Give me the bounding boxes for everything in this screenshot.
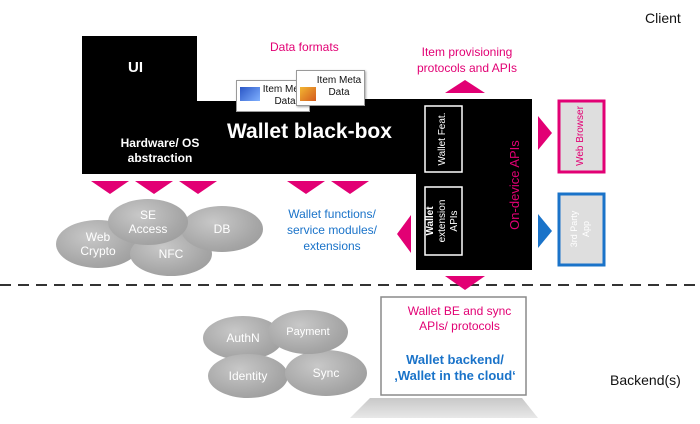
- wallet-backend-label: Wallet backend/ ‚Wallet in the cloud‘: [386, 352, 524, 384]
- backend-apis-label: Wallet BE and sync APIs/ protocols: [392, 304, 527, 334]
- backend-line2: APIs/ protocols: [419, 319, 500, 333]
- wallet-feat-label: Wallet Feat.: [437, 112, 448, 166]
- meta-card-2-line1: Item Meta: [316, 75, 362, 86]
- wallet-functions-line2: service modules/: [286, 223, 378, 237]
- meta-card-1-line1: Item Meta: [262, 84, 308, 95]
- hardware-os-label: Hardware/ OS abstraction: [100, 136, 220, 166]
- backend-box-shadow: [350, 398, 538, 418]
- arrow-up-provisioning: [445, 80, 485, 93]
- meta-card-1-image: [240, 87, 260, 101]
- wallet-functions-line1: Wallet functions/: [288, 207, 376, 221]
- third-party-app-label: 3rd Party App: [568, 201, 594, 257]
- web-browser-label: Web Browser: [575, 106, 586, 166]
- bubble-db: DB: [181, 206, 263, 252]
- arrow-down-2: [135, 181, 173, 194]
- third-party-app-box: [557, 192, 606, 267]
- arrow-right-browser: [538, 116, 552, 150]
- client-label: Client: [645, 10, 681, 26]
- ui-label: UI: [128, 59, 143, 76]
- data-formats-label: Data formats: [270, 40, 339, 54]
- arrow-left-extension: [397, 215, 411, 253]
- item-provisioning-label: Item provisioning protocols and APIs: [402, 44, 532, 76]
- wallet-extension-apis-label: Wallet extension APIs: [425, 187, 461, 255]
- backend-label: Backend(s): [610, 372, 681, 388]
- wallet-functions-line3: extensions: [303, 239, 361, 253]
- meta-card-1-line2: Data: [274, 96, 296, 107]
- arrow-down-3: [179, 181, 217, 194]
- wallet-extension-line2: extension: [437, 199, 448, 243]
- wallet-black-box-title: Wallet black-box: [227, 120, 392, 143]
- item-provisioning-line1: Item provisioning: [421, 45, 513, 59]
- wallet-black-box: [82, 36, 532, 270]
- arrow-down-4: [287, 181, 325, 194]
- bubble-payment: Payment: [268, 310, 348, 354]
- meta-card-2-image: [300, 87, 316, 101]
- arrow-down-1: [91, 181, 129, 194]
- arrow-down-5: [331, 181, 369, 194]
- wallet-functions-label: Wallet functions/ service modules/ exten…: [272, 206, 392, 254]
- wallet-extension-line3: APIs: [449, 210, 460, 232]
- third-party-line2: App: [581, 221, 591, 238]
- meta-card-2-line2: Data: [328, 87, 350, 98]
- backend-line4: ‚Wallet in the cloud‘: [394, 368, 516, 383]
- third-party-line1: 3rd Party: [569, 210, 579, 248]
- bubble-sync: Sync: [285, 350, 367, 396]
- backend-line1: Wallet BE and sync: [407, 304, 512, 318]
- item-provisioning-line2: protocols and APIs: [416, 61, 518, 75]
- wallet-extension-apis-box: [424, 186, 463, 256]
- wallet-feat-box: [424, 105, 463, 173]
- bubble-identity: Identity: [208, 354, 288, 398]
- arrow-down-backend: [445, 276, 485, 290]
- hardware-os-line2: abstraction: [127, 151, 193, 165]
- arrow-right-third-party: [538, 214, 552, 248]
- backend-box: [380, 296, 527, 396]
- hardware-os-line1: Hardware/ OS: [120, 136, 200, 150]
- on-device-apis-label: On-device APIs: [507, 140, 522, 230]
- backend-line3: Wallet backend/: [406, 352, 504, 367]
- meta-card-2: Item Meta Data: [296, 70, 365, 106]
- web-browser-box: [557, 99, 606, 174]
- wallet-extension-line1: Wallet: [425, 206, 436, 236]
